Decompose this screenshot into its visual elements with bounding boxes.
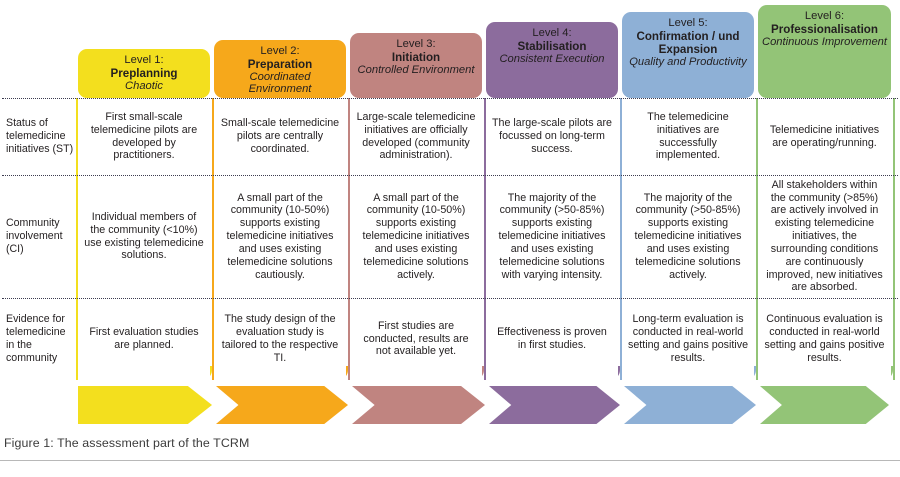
level-subtitle: Consistent Execution (499, 52, 605, 65)
row-separator-1 (2, 98, 898, 99)
progression-arrow-6 (760, 386, 889, 424)
progression-arrow-2 (216, 386, 348, 424)
row-separator-3 (2, 298, 898, 299)
column-rule-2-left (212, 98, 214, 380)
cell-r3-c1: First evaluation studies are planned. (78, 298, 210, 380)
progression-arrow-5 (624, 386, 756, 424)
cell-r1-c1: First small-scale telemedicine pilots ar… (78, 98, 210, 175)
cell-r1-c2: Small-scale telemedicine pilots are cent… (214, 98, 346, 175)
cell-r2-c1: Individual members of the community (<10… (78, 175, 210, 298)
cell-r1-c4: The large-scale pilots are focussed on l… (486, 98, 618, 175)
figure-caption: Figure 1: The assessment part of the TCR… (4, 436, 250, 450)
caption-divider (0, 460, 900, 461)
progression-arrow-1 (78, 386, 212, 424)
cell-r2-c3: A small part of the community (10-50%) s… (350, 175, 482, 298)
level-number: Level 5: (668, 17, 708, 29)
assessment-table: Status of telemedicine initiatives (ST)F… (0, 98, 900, 380)
maturity-progression-arrows (0, 386, 900, 426)
level-number: Level 2: (260, 45, 300, 57)
row-label-3: Evidence for telemedicine in the communi… (6, 313, 66, 364)
level-subtitle: Chaotic (125, 79, 163, 92)
cell-r1-c3: Large-scale telemedicine initiatives are… (350, 98, 482, 175)
column-rule-6-right (893, 98, 895, 380)
progression-arrow-4 (489, 386, 620, 424)
cell-r2-c6: All stakeholders within the community (>… (758, 175, 891, 298)
level-number: Level 6: (804, 10, 845, 22)
level-subtitle: Coordinated Environment (248, 70, 312, 96)
level-name: Initiation (391, 50, 441, 64)
column-rule-1-left (76, 98, 78, 380)
cell-r2-c2: A small part of the community (10-50%) s… (214, 175, 346, 298)
level-name: Preplanning (110, 66, 178, 80)
cell-r2-c4: The majority of the community (>50-85%) … (486, 175, 618, 298)
row-label-2: Community involvement (CI) (6, 217, 63, 255)
level-subtitle: Continuous Improvement (762, 35, 887, 48)
level-number: Level 1: (124, 54, 164, 66)
level-number: Level 3: (396, 38, 436, 50)
level-name: Professionalisation (771, 22, 878, 36)
level-name: Confirmation / und Expansion (636, 29, 740, 56)
cell-r3-c3: First studies are conducted, results are… (350, 298, 482, 380)
cell-r1-c6: Telemedicine initiatives are operating/r… (758, 98, 891, 175)
level-subtitle: Quality and Productivity (629, 55, 747, 68)
column-rule-4-left (484, 98, 486, 380)
level-number: Level 4: (532, 27, 572, 39)
column-rule-3-left (348, 98, 350, 380)
row-label-1: Status of telemedicine initiatives (ST) (6, 117, 74, 155)
level-name: Stabilisation (517, 39, 587, 53)
progression-arrow-3 (352, 386, 485, 424)
cell-r3-c4: Effectiveness is proven in first studies… (486, 298, 618, 380)
level-subtitle: Controlled Environment (357, 63, 475, 76)
cell-r3-c5: Long-term evaluation is conducted in rea… (622, 298, 754, 380)
cell-r2-c5: The majority of the community (>50-85%) … (622, 175, 754, 298)
cell-r3-c2: The study design of the evaluation study… (214, 298, 346, 380)
row-separator-2 (2, 175, 898, 176)
level-name: Preparation (247, 57, 313, 71)
column-rule-6-left (756, 98, 758, 380)
column-rule-5-left (620, 98, 622, 380)
cell-r3-c6: Continuous evaluation is conducted in re… (758, 298, 891, 380)
cell-r1-c5: The telemedicine initiatives are success… (622, 98, 754, 175)
